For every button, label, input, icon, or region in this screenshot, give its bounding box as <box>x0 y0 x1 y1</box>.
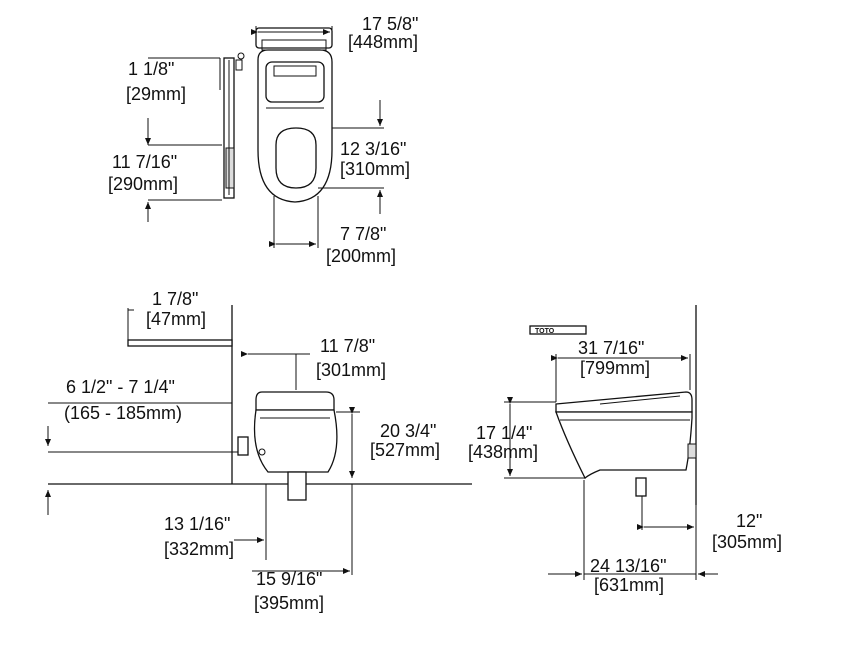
rough-in-imperial: 12" <box>736 511 762 531</box>
wall-gap-imperial: 1 7/8" <box>152 289 198 309</box>
overall-width-imperial: 15 9/16" <box>256 569 322 589</box>
seat-depth-imperial: 12 3/16" <box>340 139 406 159</box>
supply-height-imperial: 6 1/2" - 7 1/4" <box>66 377 175 397</box>
top-view-toilet-outline <box>255 27 333 203</box>
overall-depth-imperial: 24 13/16" <box>590 556 666 576</box>
front-overall-width-dimension <box>252 484 353 575</box>
center-offset-imperial: 7 7/8" <box>340 224 386 244</box>
rough-in-metric: [305mm] <box>712 532 782 552</box>
top-view-seat-depth-dimension <box>318 100 384 214</box>
front-base-width-dimension <box>234 484 267 560</box>
top-width-imperial: 17 5/8" <box>362 14 418 34</box>
top-view-bracket-dimension <box>145 144 222 222</box>
bracket-height-metric: [290mm] <box>108 174 178 194</box>
top-view-side-gap-dimension <box>145 57 221 145</box>
front-seat-width-dimension <box>241 351 310 390</box>
front-bowl-height-dimension <box>336 407 360 478</box>
front-supply-height-dimension <box>45 402 238 515</box>
side-view: TOTO 31 7/16" [799mm] 17 1/4" [438mm] <box>468 305 782 595</box>
overall-depth-metric: [631mm] <box>594 575 664 595</box>
seat-height-metric: [438mm] <box>468 442 538 462</box>
bowl-height-imperial: 20 3/4" <box>380 421 436 441</box>
top-view-width-dimension <box>251 26 333 45</box>
top-view-center-offset-dimension <box>269 196 319 248</box>
base-width-imperial: 13 1/16" <box>164 514 230 534</box>
front-wall-gap-dimension <box>127 308 134 340</box>
top-length-metric: [799mm] <box>580 358 650 378</box>
side-gap-metric: [29mm] <box>126 84 186 104</box>
bracket-height-imperial: 11 7/16" <box>112 152 177 172</box>
seat-width-metric: [301mm] <box>316 360 386 380</box>
seat-depth-metric: [310mm] <box>340 159 410 179</box>
side-top-length-dimension <box>551 354 691 402</box>
top-length-imperial: 31 7/16" <box>578 338 644 358</box>
top-view-wall-bracket <box>223 52 245 199</box>
side-gap-imperial: 1 1/8" <box>128 59 174 79</box>
supply-height-metric: (165 - 185mm) <box>64 403 182 423</box>
front-wall-pipe <box>127 339 233 347</box>
side-remote-control: TOTO <box>529 325 587 335</box>
seat-height-imperial: 17 1/4" <box>476 423 532 443</box>
seat-width-imperial: 11 7/8" <box>320 336 375 356</box>
side-view-toilet-outline <box>555 391 697 497</box>
center-offset-metric: [200mm] <box>326 246 396 266</box>
side-rough-in-dimension <box>637 496 694 530</box>
bowl-height-metric: [527mm] <box>370 440 440 460</box>
wall-gap-metric: [47mm] <box>146 309 206 329</box>
side-overall-depth-dimension <box>548 480 718 580</box>
top-view: 17 5/8" [448mm] 1 1/8" [29mm] 11 7/16" [… <box>108 14 418 266</box>
overall-width-metric: [395mm] <box>254 593 324 613</box>
front-view-toilet-outline <box>237 391 338 501</box>
front-view: 1 7/8" [47mm] 11 7/8" [301mm] 6 1/2" - 7… <box>45 289 472 613</box>
remote-label: TOTO <box>535 328 555 335</box>
top-width-metric: [448mm] <box>348 32 418 52</box>
side-seat-height-dimension <box>504 397 586 479</box>
base-width-metric: [332mm] <box>164 539 234 559</box>
